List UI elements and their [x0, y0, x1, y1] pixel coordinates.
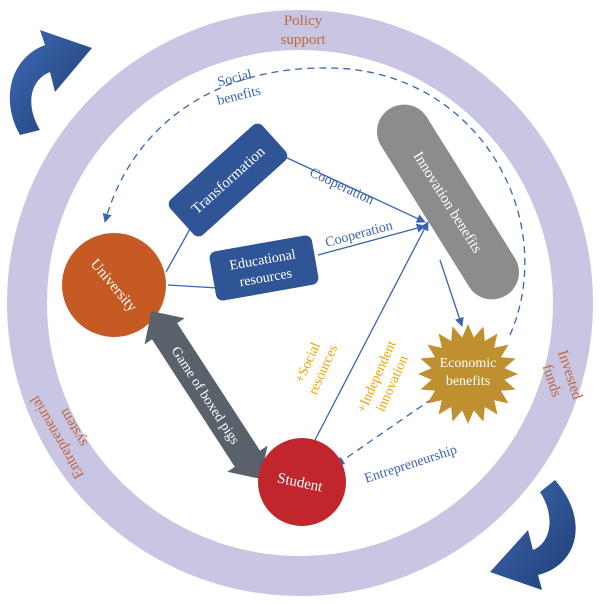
social-benefits-dashed-arrow: [102, 67, 526, 336]
svg-text:Policy: Policy: [284, 13, 323, 29]
svg-text:Game of boxed pigs: Game of boxed pigs: [168, 344, 242, 447]
economic-benefits-node: Economic benefits: [418, 324, 518, 424]
innovation-to-economic-arrow: [439, 259, 464, 327]
student-node: Student: [258, 438, 346, 526]
social-benefits-label: Social benefits: [216, 67, 263, 109]
transformation-node: Transformation: [168, 123, 288, 237]
cooperation-mid-label: Cooperation: [324, 218, 395, 250]
outer-ring: [7, 10, 593, 596]
resources-cooperation-arrow: [317, 223, 426, 256]
university-to-resources-line: [167, 284, 219, 289]
educational-resources-node: Educational resources: [209, 235, 319, 301]
cooperation-top-label: Cooperation: [307, 165, 376, 208]
student-to-innovation-arrow: [314, 221, 429, 441]
curved-arrow-bottom-right: [490, 480, 576, 590]
social-resources-label: +Social resources: [293, 340, 342, 397]
game-of-boxed-pigs-arrow: Game of boxed pigs: [144, 311, 268, 479]
policy-support-label: Policy support: [281, 13, 327, 48]
curved-arrow-top-left: [9, 30, 92, 135]
svg-text:support: support: [281, 32, 327, 48]
independent-innovation-label: +Independent innovation: [355, 339, 412, 416]
svg-text:Economic: Economic: [440, 356, 497, 371]
university-node: University: [62, 233, 166, 337]
svg-text:benefits: benefits: [446, 374, 490, 389]
entrepreneurship-label: Entrepreneurship: [363, 443, 459, 487]
transformation-cooperation-arrow: [269, 149, 426, 223]
entrepreneurship-dashed-arrow: [335, 391, 443, 466]
